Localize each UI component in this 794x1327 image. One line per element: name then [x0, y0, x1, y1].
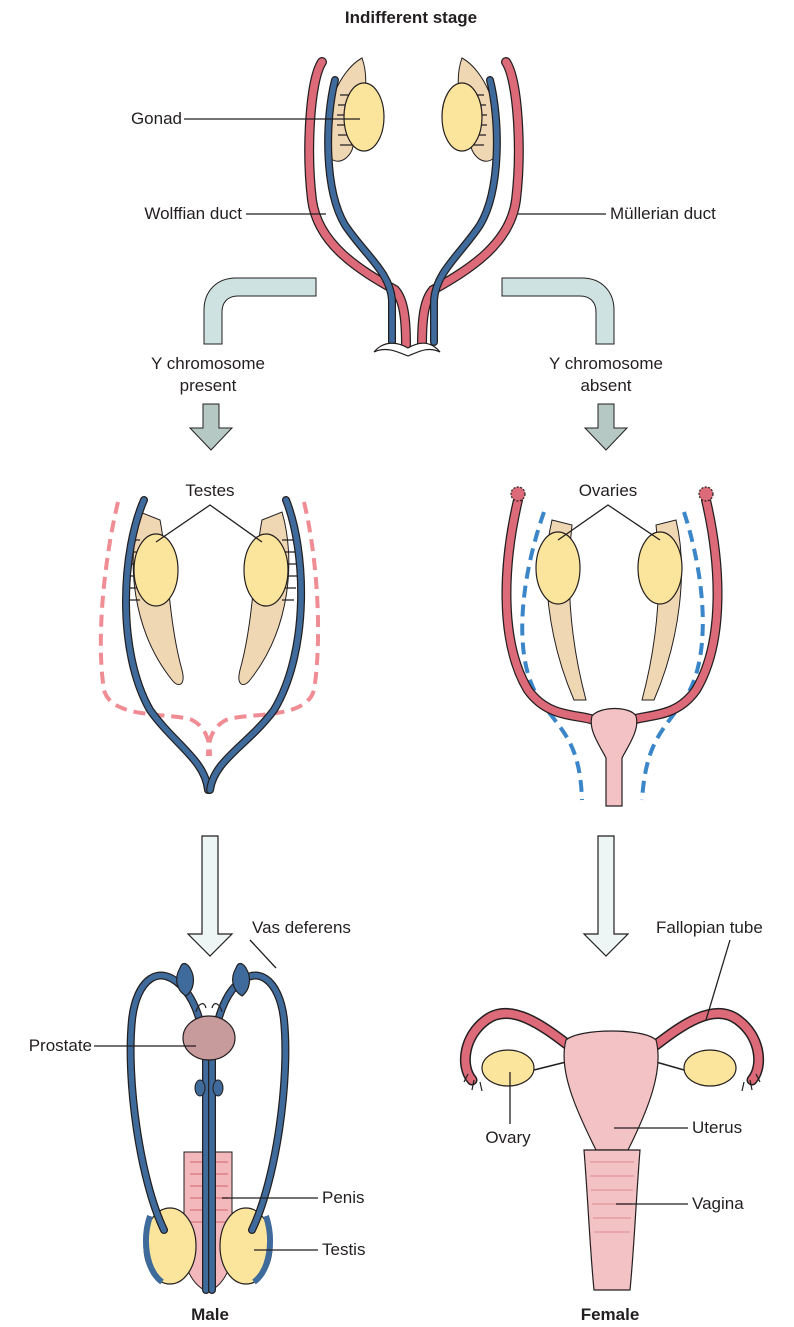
gonad-right [442, 83, 482, 151]
vagina [584, 1150, 640, 1290]
testis-intermediate-left [134, 534, 178, 606]
testis-label: Testis [322, 1240, 365, 1260]
female-intermediate-figure [506, 487, 717, 806]
male-caption: Male [191, 1305, 229, 1325]
wolffian-duct-label: Wolffian duct [144, 204, 242, 224]
diagram-title: Indifferent stage [345, 8, 477, 28]
prostate-label: Prostate [29, 1036, 92, 1056]
indifferent-stage-figure [309, 58, 519, 356]
ovary-intermediate-left [536, 532, 580, 604]
uterus-primordium [591, 709, 637, 807]
down-arrow-left [190, 404, 232, 450]
mullerian-duct-label: Müllerian duct [610, 204, 716, 224]
ovaries-leader [558, 505, 660, 540]
y-absent-line1: Y chromosome [549, 354, 663, 374]
branch-arrow-right [502, 278, 614, 344]
testis-intermediate-right [244, 534, 288, 606]
uterus [564, 1031, 658, 1150]
ovary-label: Ovary [485, 1128, 530, 1148]
penis-label: Penis [322, 1188, 365, 1208]
uterus-label: Uterus [692, 1118, 742, 1138]
ovary-final-left [482, 1050, 534, 1086]
vagina-label: Vagina [692, 1194, 744, 1214]
y-present-line1: Y chromosome [151, 354, 265, 374]
gonad-left [344, 83, 384, 151]
y-present-line2: present [180, 376, 237, 396]
prostate [183, 1016, 235, 1060]
ovary-intermediate-right [638, 532, 682, 604]
long-arrow-right [584, 836, 628, 956]
ovary-final-right [684, 1050, 736, 1086]
vas-deferens-leader [250, 940, 276, 968]
long-arrow-left [188, 836, 232, 956]
seminal-vesicle-left [177, 964, 194, 997]
fallopian-tube-label: Fallopian tube [656, 918, 763, 938]
ovaries-label: Ovaries [579, 481, 638, 501]
male-intermediate-figure [101, 500, 318, 790]
testes-leader [156, 505, 262, 542]
female-caption: Female [581, 1305, 640, 1325]
fimbria-right [699, 487, 713, 501]
down-arrow-right [585, 404, 627, 450]
branch-arrow-left [204, 278, 316, 344]
testes-label: Testes [185, 481, 234, 501]
fimbria-left [511, 487, 525, 501]
female-final-figure [464, 1013, 760, 1290]
vas-deferens-label: Vas deferens [252, 918, 351, 938]
gonad-label: Gonad [131, 109, 182, 129]
male-final-figure [131, 964, 286, 1293]
y-absent-line2: absent [580, 376, 631, 396]
